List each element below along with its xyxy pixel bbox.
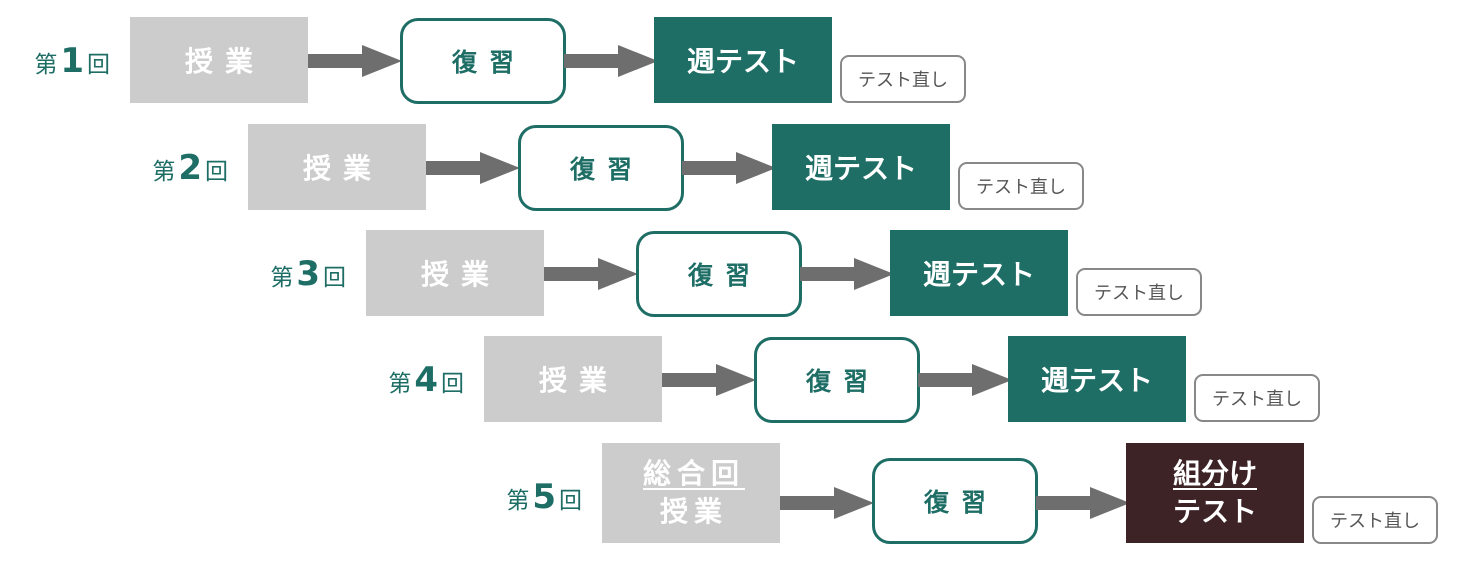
right-arrow-icon [426,152,520,184]
lesson-box: 授業 [366,230,544,316]
review-text: 復習 [805,367,880,396]
test-text: 週テスト [804,152,917,185]
lesson-box: 授業 [130,17,308,103]
right-arrow-icon [308,45,402,77]
redo-text: テスト直し [976,177,1066,198]
lesson-text: 授業 [538,364,619,397]
test-text: テスト [1172,495,1257,528]
weekly-test-box: 週テスト [772,124,950,210]
review-box: 復習 [400,18,566,104]
test-redo-box: テスト直し [958,162,1084,210]
review-box: 復習 [754,337,920,423]
round-prefix: 第 [34,52,58,78]
round-label: 第 3 回 [236,244,346,304]
round-label: 第 1 回 [0,31,110,91]
review-box: 復習 [636,231,802,317]
lesson-text: 授業 [420,258,501,291]
round-prefix: 第 [506,488,530,514]
lesson-text: 授業 [659,495,728,528]
round-row-3: 第 3 回 授業 復習 週テスト テスト直し [236,230,1202,320]
round-prefix: 第 [152,159,176,185]
review-text: 復習 [451,48,526,77]
round-label: 第 2 回 [118,138,228,198]
test-top-text: 組分け [1172,457,1257,490]
round-suffix: 回 [559,488,582,514]
round-suffix: 回 [323,265,346,291]
round-row-1: 第 1 回 授業 復習 週テスト テスト直し [0,17,966,107]
review-box: 復習 [518,125,684,211]
round-row-5: 第 5 回 総合回 授業 復習 組分け テスト テスト直し [472,443,1438,544]
right-arrow-icon [780,487,874,519]
test-redo-box: テスト直し [1194,374,1320,422]
round-number: 5 [532,477,556,517]
round-row-4: 第 4 回 授業 復習 週テスト テスト直し [354,336,1320,426]
round-label: 第 4 回 [354,350,464,410]
round-number: 2 [178,148,202,188]
review-text: 復習 [687,261,762,290]
round-number: 4 [414,360,438,400]
round-row-2: 第 2 回 授業 復習 週テスト テスト直し [118,124,1084,214]
weekly-test-box: 週テスト [654,17,832,103]
lesson-top-text: 総合回 [642,457,745,490]
test-text: 週テスト [686,45,799,78]
test-redo-box: テスト直し [1076,268,1202,316]
test-text: 週テスト [1040,364,1153,397]
comprehensive-lesson-box: 総合回 授業 [602,443,780,543]
round-label: 第 5 回 [472,467,582,527]
right-arrow-icon [918,364,1012,396]
test-redo-box: テスト直し [840,55,966,103]
round-suffix: 回 [205,159,228,185]
round-number: 3 [296,254,320,294]
group-test-box: 組分け テスト [1126,443,1304,543]
redo-text: テスト直し [1330,511,1420,532]
lesson-text: 授業 [184,45,265,78]
redo-text: テスト直し [1094,283,1184,304]
round-suffix: 回 [441,371,464,397]
test-text: 週テスト [922,258,1035,291]
lesson-text: 授業 [302,152,383,185]
redo-text: テスト直し [1212,389,1302,410]
weekly-test-box: 週テスト [1008,336,1186,422]
lesson-box: 授業 [484,336,662,422]
right-arrow-icon [544,258,638,290]
review-text: 復習 [923,488,998,517]
round-prefix: 第 [388,371,412,397]
test-redo-box: テスト直し [1312,496,1438,544]
round-number: 1 [60,41,84,81]
weekly-test-box: 週テスト [890,230,1068,316]
redo-text: テスト直し [858,70,948,91]
right-arrow-icon [662,364,756,396]
right-arrow-icon [800,258,894,290]
review-box: 復習 [872,458,1038,544]
lesson-box: 授業 [248,124,426,210]
round-suffix: 回 [87,52,110,78]
review-text: 復習 [569,155,644,184]
right-arrow-icon [682,152,776,184]
right-arrow-icon [564,45,658,77]
round-prefix: 第 [270,265,294,291]
right-arrow-icon [1036,487,1130,519]
